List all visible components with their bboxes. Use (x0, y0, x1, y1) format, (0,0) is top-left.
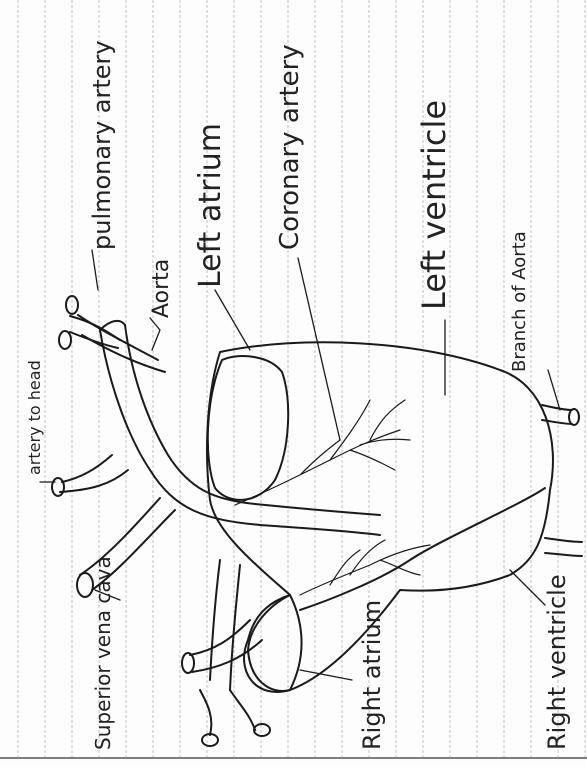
label-coronary-artery: Coronary artery (275, 44, 305, 250)
leader-right-atrium (300, 670, 352, 680)
label-right-ventricle: Right ventricle (543, 574, 571, 750)
right-branch-vessel (545, 538, 582, 556)
label-artery-to-head: artery to head (25, 360, 44, 475)
branch-of-aorta-opening (569, 409, 579, 425)
superior-vena-cava (210, 560, 240, 690)
label-aorta: Aorta (149, 259, 174, 318)
label-left-ventricle: Left ventricle (415, 100, 453, 310)
leader-left-atrium (215, 290, 250, 350)
label-branch-of-aorta: Branch of Aorta (509, 231, 530, 372)
artery-opening-1 (52, 478, 64, 496)
pulmonary-opening-2 (59, 331, 71, 349)
right-atrium-shape (248, 595, 302, 691)
vena-cava-branch (200, 690, 255, 735)
leader-aorta (150, 318, 160, 350)
branch-of-aorta-vessel (542, 405, 572, 424)
lower-vessel-opening (182, 653, 194, 673)
leader-right-ventricle (510, 570, 545, 605)
coronary-branches-lower (300, 540, 430, 595)
label-pulmonary-artery: pulmonary artery (88, 40, 116, 250)
leader-coronary-artery (298, 258, 340, 440)
label-superior-vena-cava: Superior vena cava (91, 556, 115, 750)
aorta-arch-top (100, 321, 125, 330)
vena-cava-opening-2 (254, 724, 270, 736)
label-right-atrium: Right atrium (358, 600, 386, 750)
artery-to-head-1 (60, 455, 128, 492)
left-atrium-shape (208, 356, 288, 500)
leader-pulmonary-artery (92, 250, 98, 290)
label-left-atrium: Left atrium (193, 123, 228, 288)
